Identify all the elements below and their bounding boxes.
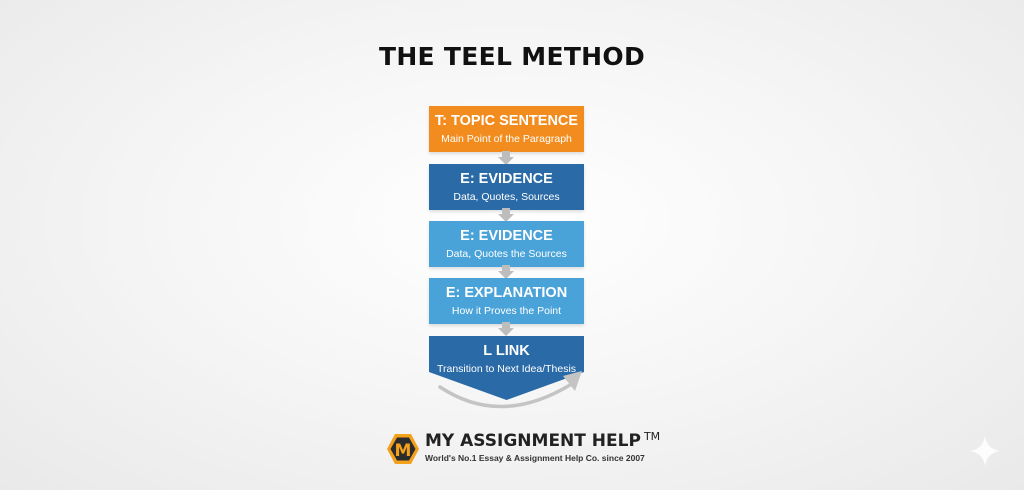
step-heading: L LINK: [483, 343, 530, 359]
down-arrow-icon: [498, 322, 514, 336]
step-link: L LINK Transition to Next Idea/Thesis: [429, 343, 584, 376]
down-arrow-icon: [498, 265, 514, 279]
step-subtext: Data, Quotes, Sources: [453, 191, 560, 203]
step-heading: E: EXPLANATION: [445, 285, 568, 301]
step-evidence-2: E: EVIDENCE Data, Quotes the Sources: [429, 221, 584, 267]
brand-logo-icon: M: [387, 434, 419, 464]
step-topic-sentence: T: TOPIC SENTENCE Main Point of the Para…: [429, 106, 584, 152]
step-explanation: E: EXPLANATION How it Proves the Point: [429, 278, 584, 324]
step-subtext: Transition to Next Idea/Thesis: [436, 363, 577, 375]
step-link-shape: [429, 336, 584, 400]
step-subtext: Data, Quotes the Sources: [446, 248, 567, 260]
down-arrow-icon: [498, 208, 514, 222]
step-subtext: Main Point of the Paragraph: [441, 133, 572, 145]
step-evidence-1: E: EVIDENCE Data, Quotes, Sources: [429, 164, 584, 210]
step-heading: E: EVIDENCE: [460, 228, 553, 244]
diagram-title: THE TEEL METHOD: [378, 42, 646, 71]
logo-letter: M: [395, 441, 412, 461]
brand-name-text: MY ASSIGNMENT HELP: [425, 431, 641, 451]
step-heading: T: TOPIC SENTENCE: [434, 113, 579, 129]
brand-tagline: World's No.1 Essay & Assignment Help Co.…: [425, 453, 645, 463]
sparkle-icon: [970, 436, 1000, 466]
curved-return-arrow-icon: [438, 371, 582, 409]
step-subtext: How it Proves the Point: [451, 305, 562, 317]
down-arrow-icon: [498, 151, 514, 165]
step-heading: E: EVIDENCE: [460, 171, 553, 187]
trademark: TM: [643, 430, 661, 443]
